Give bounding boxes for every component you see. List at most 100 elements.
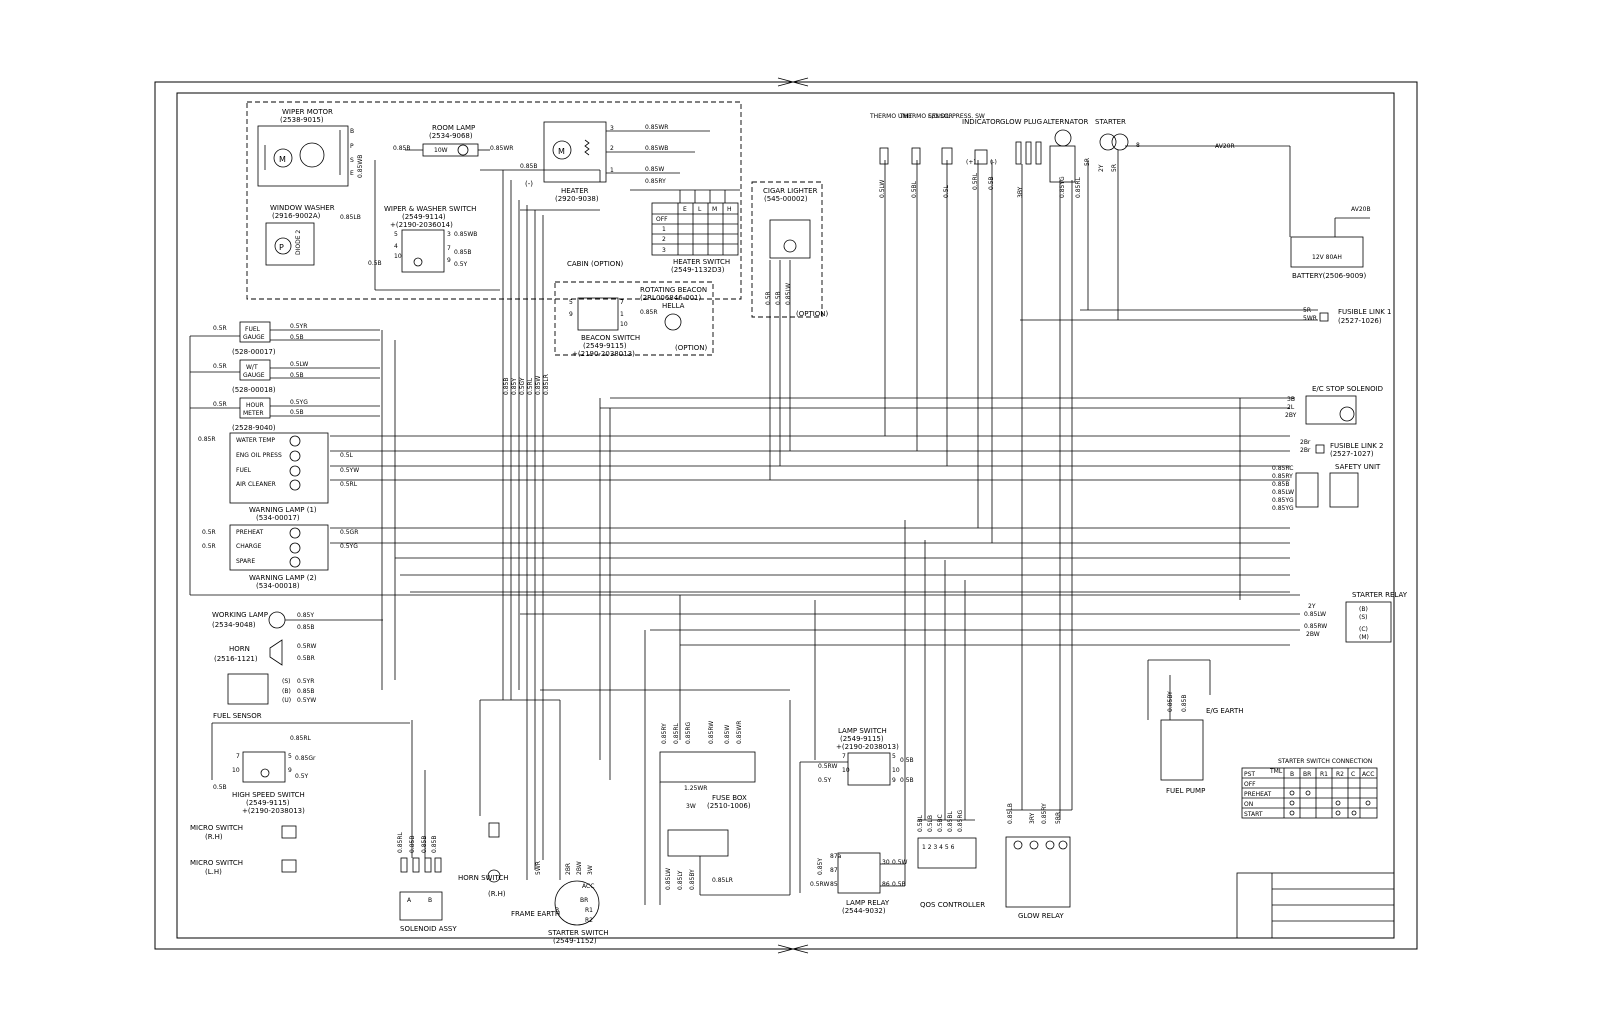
window-washer-part: (2916-9002A) [272, 212, 321, 220]
svg-text:0.85LW: 0.85LW [665, 868, 672, 890]
heater-part: (2920-9038) [555, 195, 599, 203]
svg-text:4: 4 [394, 243, 398, 250]
svg-text:ON: ON [1244, 801, 1253, 808]
svg-text:0.5YG: 0.5YG [290, 399, 308, 406]
svg-text:0.5YW: 0.5YW [297, 697, 316, 704]
warning-lamp-1: WATER TEMP ENG OIL PRESS FUEL AIR CLEANE… [198, 432, 359, 522]
svg-text:5WR: 5WR [1303, 315, 1317, 322]
ec-stop-solenoid-label: E/C STOP SOLENOID [1312, 385, 1383, 393]
svg-text:0.5GR: 0.5GR [340, 529, 358, 536]
svg-text:87: 87 [830, 867, 838, 874]
lamp-switch: LAMP SWITCH (2549-9115) +(2190-2038013) … [818, 727, 914, 786]
svg-text:3: 3 [610, 125, 614, 132]
svg-text:3RY: 3RY [1029, 812, 1036, 824]
svg-text:(2549-9115): (2549-9115) [246, 799, 290, 807]
svg-text:10: 10 [842, 767, 850, 774]
svg-text:8: 8 [1136, 142, 1140, 149]
svg-text:0.5B: 0.5B [775, 291, 782, 305]
svg-text:0.5B: 0.5B [988, 176, 995, 190]
starter-relay-label: STARTER RELAY [1352, 591, 1408, 599]
high-speed-switch: 0.85RL 710 59 0.85Gr 0.5Y 0.5B HIGH SPEE… [213, 735, 316, 815]
svg-text:1 2 3 4 5 6: 1 2 3 4 5 6 [922, 844, 955, 851]
svg-text:HELLA: HELLA [662, 302, 685, 310]
qos-controller-label: QOS CONTROLLER [920, 901, 985, 909]
svg-text:S: S [350, 157, 354, 164]
svg-text:0.5YG: 0.5YG [340, 543, 358, 550]
svg-text:HOUR: HOUR [246, 402, 264, 409]
svg-text:1: 1 [620, 311, 624, 318]
svg-text:R2: R2 [585, 917, 593, 924]
svg-text:0.5BR: 0.5BR [297, 655, 315, 662]
cabin-option-box [246, 101, 742, 300]
fusible-link-2-label: FUSIBLE LINK 2 [1330, 442, 1383, 450]
svg-text:(2549-1152): (2549-1152) [553, 937, 597, 945]
fuse-box-label: FUSE BOX [712, 794, 747, 802]
svg-text:0.5LW: 0.5LW [290, 361, 308, 368]
svg-text:START: START [1244, 811, 1263, 818]
svg-text:7: 7 [842, 753, 846, 760]
cigar-lighter-label: CIGAR LIGHTER [763, 187, 818, 195]
svg-text:7: 7 [447, 245, 451, 252]
svg-text:0.85Gr: 0.85Gr [295, 755, 316, 762]
window-washer-label: WINDOW WASHER [270, 204, 335, 212]
svg-text:0.5BL: 0.5BL [917, 814, 924, 832]
warning-lamp-2: PREHEAT CHARGE SPARE 0.5R 0.5R 0.5GR 0.5… [202, 524, 358, 590]
rotating-beacon-label: ROTATING BEACON [640, 286, 707, 294]
wiring-network [190, 145, 1370, 905]
svg-text:0.5YR: 0.5YR [297, 678, 314, 685]
svg-text:P: P [279, 243, 284, 252]
beacon-switch-label: BEACON SWITCH [581, 334, 640, 342]
svg-text:(OPTION): (OPTION) [675, 344, 708, 352]
thermo-unit-label: THERMO UNIT [869, 113, 913, 120]
room-lamp: ROOM LAMP (2534-9068) 10W 0.85B 0.85WR [393, 124, 513, 157]
starter-switch-label: STARTER SWITCH [548, 929, 609, 937]
room-lamp-label: ROOM LAMP [432, 124, 475, 132]
svg-text:0.85B: 0.85B [409, 836, 416, 853]
svg-text:0.5B: 0.5B [900, 757, 914, 764]
svg-text:TML: TML [1269, 768, 1283, 775]
svg-text:2: 2 [662, 236, 666, 243]
frame-earth-label: FRAME EARTH [511, 910, 560, 918]
svg-text:0.85RY: 0.85RY [661, 723, 668, 744]
fusible-link-1-label: FUSIBLE LINK 1 [1338, 308, 1391, 316]
svg-text:0.5R: 0.5R [213, 325, 227, 332]
outer-frame [154, 81, 1418, 950]
warning-lamp-2-label: WARNING LAMP (2) [249, 574, 317, 582]
svg-text:DIODE 2: DIODE 2 [295, 230, 302, 255]
svg-text:PREHEAT: PREHEAT [236, 529, 264, 536]
starter-label: STARTER [1095, 118, 1126, 126]
horn: HORN (2516-1121) 0.5RW 0.5BR [214, 639, 316, 666]
svg-text:0.5Y: 0.5Y [295, 773, 309, 780]
svg-text:0.85W: 0.85W [724, 725, 731, 744]
svg-text:0.85RL: 0.85RL [397, 831, 404, 853]
svg-text:0.85LB: 0.85LB [340, 214, 361, 221]
svg-text:2Br: 2Br [1300, 439, 1311, 446]
svg-text:3BY: 3BY [1017, 186, 1024, 198]
svg-text:0.5R: 0.5R [202, 529, 216, 536]
svg-text:A: A [407, 897, 412, 904]
svg-text:0.85LW: 0.85LW [1304, 611, 1326, 618]
safety-unit-label: SAFETY UNIT [1335, 463, 1381, 471]
svg-text:C: C [1351, 771, 1355, 778]
battery: 12V 80AH BATTERY(2506-9009) AV20R AV20B [1215, 143, 1371, 280]
svg-text:2: 2 [610, 145, 614, 152]
wt-gauge-part: (528-00018) [232, 386, 276, 394]
svg-text:86: 86 [882, 881, 890, 888]
starter: STARTER 8 [1095, 118, 1140, 151]
svg-text:(534-00017): (534-00017) [256, 514, 300, 522]
fuel-pump-label: FUEL PUMP [1166, 787, 1205, 795]
svg-text:(L.H): (L.H) [205, 868, 222, 876]
svg-text:0.85YG: 0.85YG [1059, 176, 1066, 198]
wiper-washer-switch-label: WIPER & WASHER SWITCH [384, 205, 476, 213]
rotating-beacon: ROTATING BEACON (2RL006846-001) HELLA 0.… [640, 286, 707, 331]
indicator-label: INDICATOR [962, 118, 1001, 126]
svg-text:R1: R1 [1320, 771, 1328, 778]
svg-text:0.85W: 0.85W [535, 376, 542, 395]
svg-text:0.85BY: 0.85BY [689, 869, 696, 890]
lamp-switch-label: LAMP SWITCH [838, 727, 887, 735]
starter-relay: STARTER RELAY (B)(S)(C)(M) 2Y 0.85LW 0.8… [1304, 591, 1408, 643]
